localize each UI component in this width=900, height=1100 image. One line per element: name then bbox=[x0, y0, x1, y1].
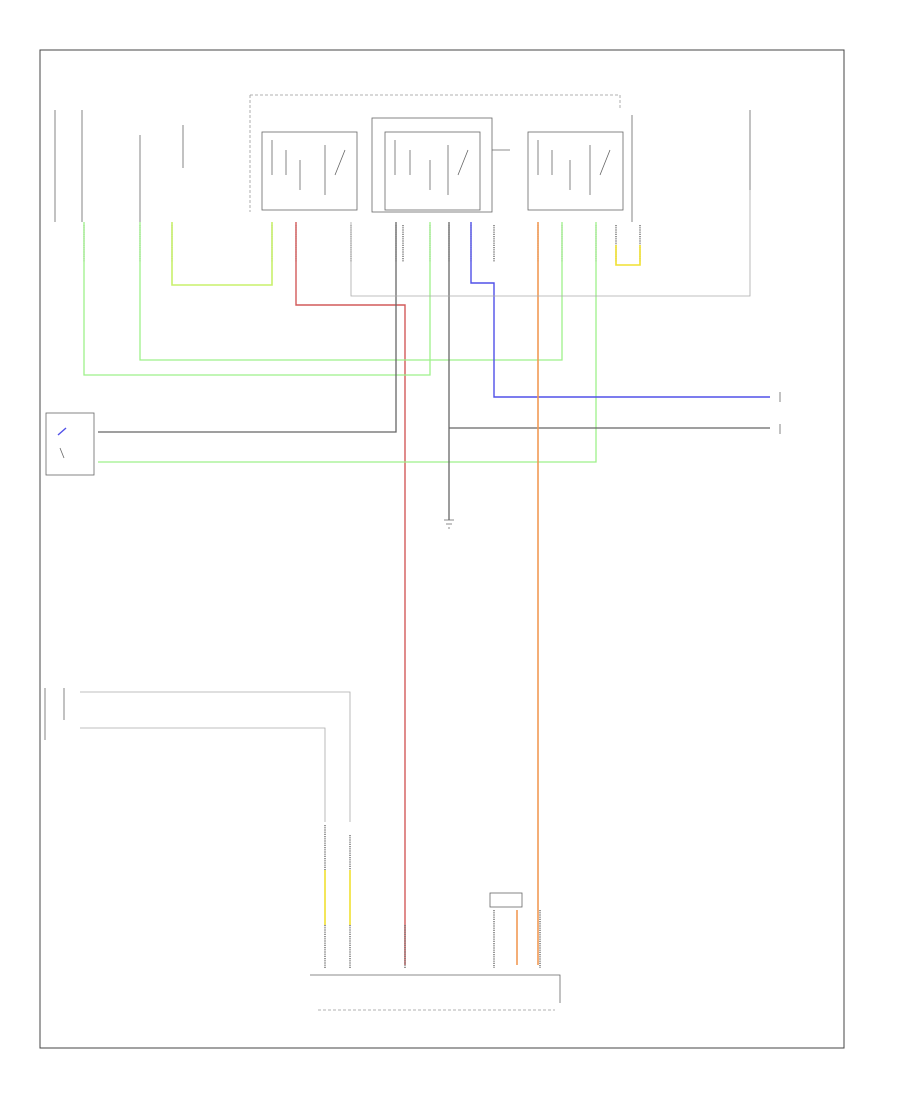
wire-gray-return bbox=[350, 190, 751, 297]
relay-box-3 bbox=[527, 131, 624, 211]
wire-green-sensor bbox=[98, 222, 597, 463]
lower-module-wire-1 bbox=[80, 691, 351, 822]
wire-green-inner bbox=[139, 222, 563, 361]
wire-black-sensor bbox=[98, 222, 397, 433]
wire-red bbox=[295, 222, 406, 965]
left-sensor-switch bbox=[57, 427, 67, 436]
relay-2-contacts bbox=[394, 140, 469, 195]
diagram-frame bbox=[39, 49, 845, 1049]
relay-box-1 bbox=[261, 131, 358, 211]
wire-yellow-green-loop bbox=[171, 222, 273, 286]
wire-blue bbox=[470, 222, 770, 398]
relay-3-contacts bbox=[537, 140, 611, 195]
relay-box-2-inner bbox=[384, 131, 481, 211]
relay-box-2 bbox=[371, 117, 493, 213]
lower-module-wire-2 bbox=[80, 727, 326, 822]
left-sensor-contact bbox=[59, 447, 65, 459]
left-sensor-box bbox=[45, 412, 95, 476]
wire-yellow-loop bbox=[615, 245, 641, 266]
control-unit-outline bbox=[310, 974, 561, 1003]
relay-1-contacts bbox=[271, 140, 346, 195]
joint-connector bbox=[489, 892, 523, 908]
wire-green-outer bbox=[83, 222, 431, 376]
upper-connectors bbox=[83, 225, 641, 262]
ground-symbol bbox=[444, 519, 454, 529]
